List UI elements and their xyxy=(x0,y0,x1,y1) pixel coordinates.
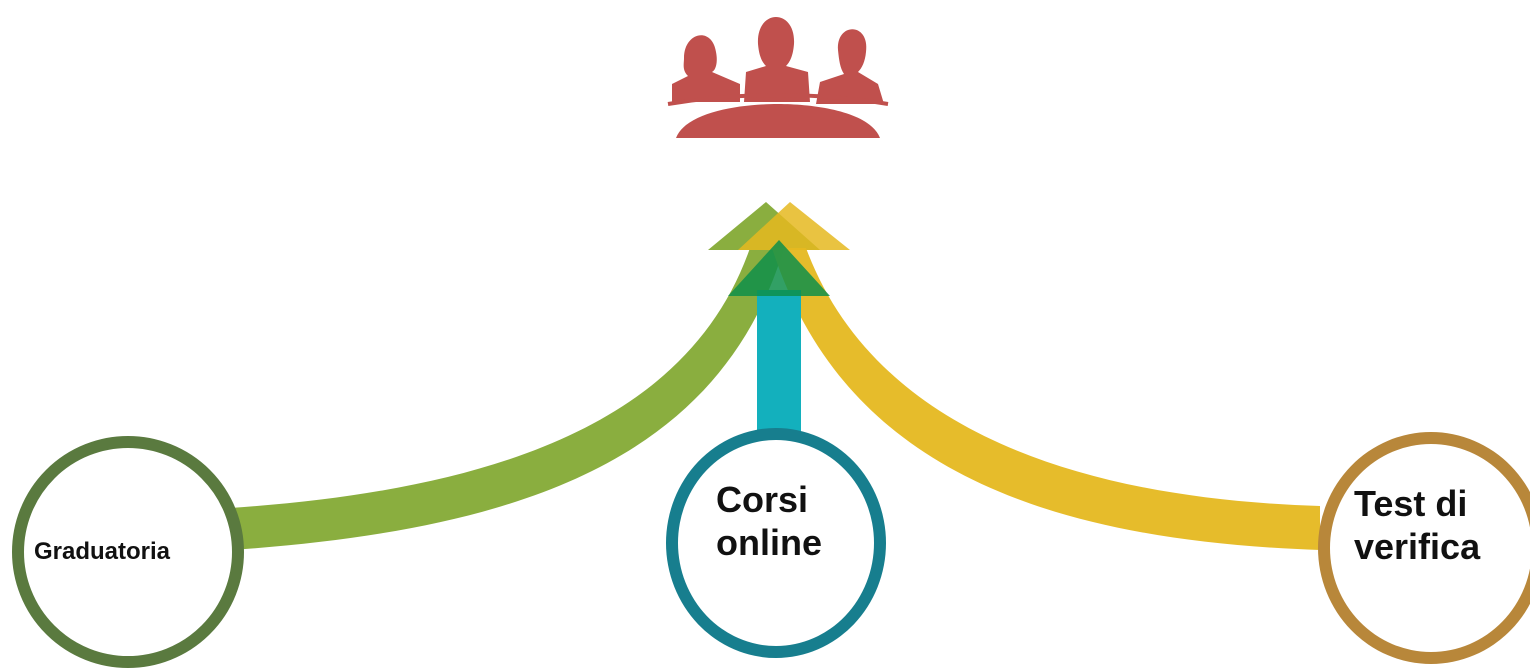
arrow-test-head xyxy=(738,202,850,250)
table-edge xyxy=(667,93,889,106)
arrow-corsi-head xyxy=(728,240,830,296)
node-graduatoria-label-line-1: Graduatoria xyxy=(34,538,171,565)
node-corsi-online-label: Corsi online xyxy=(716,478,856,564)
meeting-group-icon xyxy=(667,17,889,138)
node-corsi-online-label-line-1: Corsi xyxy=(716,479,809,520)
node-test-di-verifica-label: Test di verifica xyxy=(1354,482,1514,568)
arrow-graduatoria-body xyxy=(230,248,784,550)
node-graduatoria: Graduatoria xyxy=(12,436,244,668)
person-right-icon xyxy=(816,29,884,105)
person-center-icon xyxy=(744,17,810,102)
node-test-di-verifica: Test di verifica xyxy=(1318,432,1530,664)
node-test-di-verifica-label-line-2: verifica xyxy=(1354,526,1481,568)
table-icon xyxy=(676,104,880,138)
node-corsi-online-label-line-2: online xyxy=(716,522,822,564)
arrows xyxy=(230,202,1320,550)
node-test-di-verifica-label-line-1: Test di xyxy=(1354,483,1468,524)
arrow-test-body xyxy=(772,248,1320,550)
node-corsi-online: Corsi online xyxy=(666,428,886,658)
arrow-corsi-body xyxy=(757,290,801,435)
person-left-icon xyxy=(672,35,740,102)
node-graduatoria-label: Graduatoria xyxy=(34,538,224,567)
